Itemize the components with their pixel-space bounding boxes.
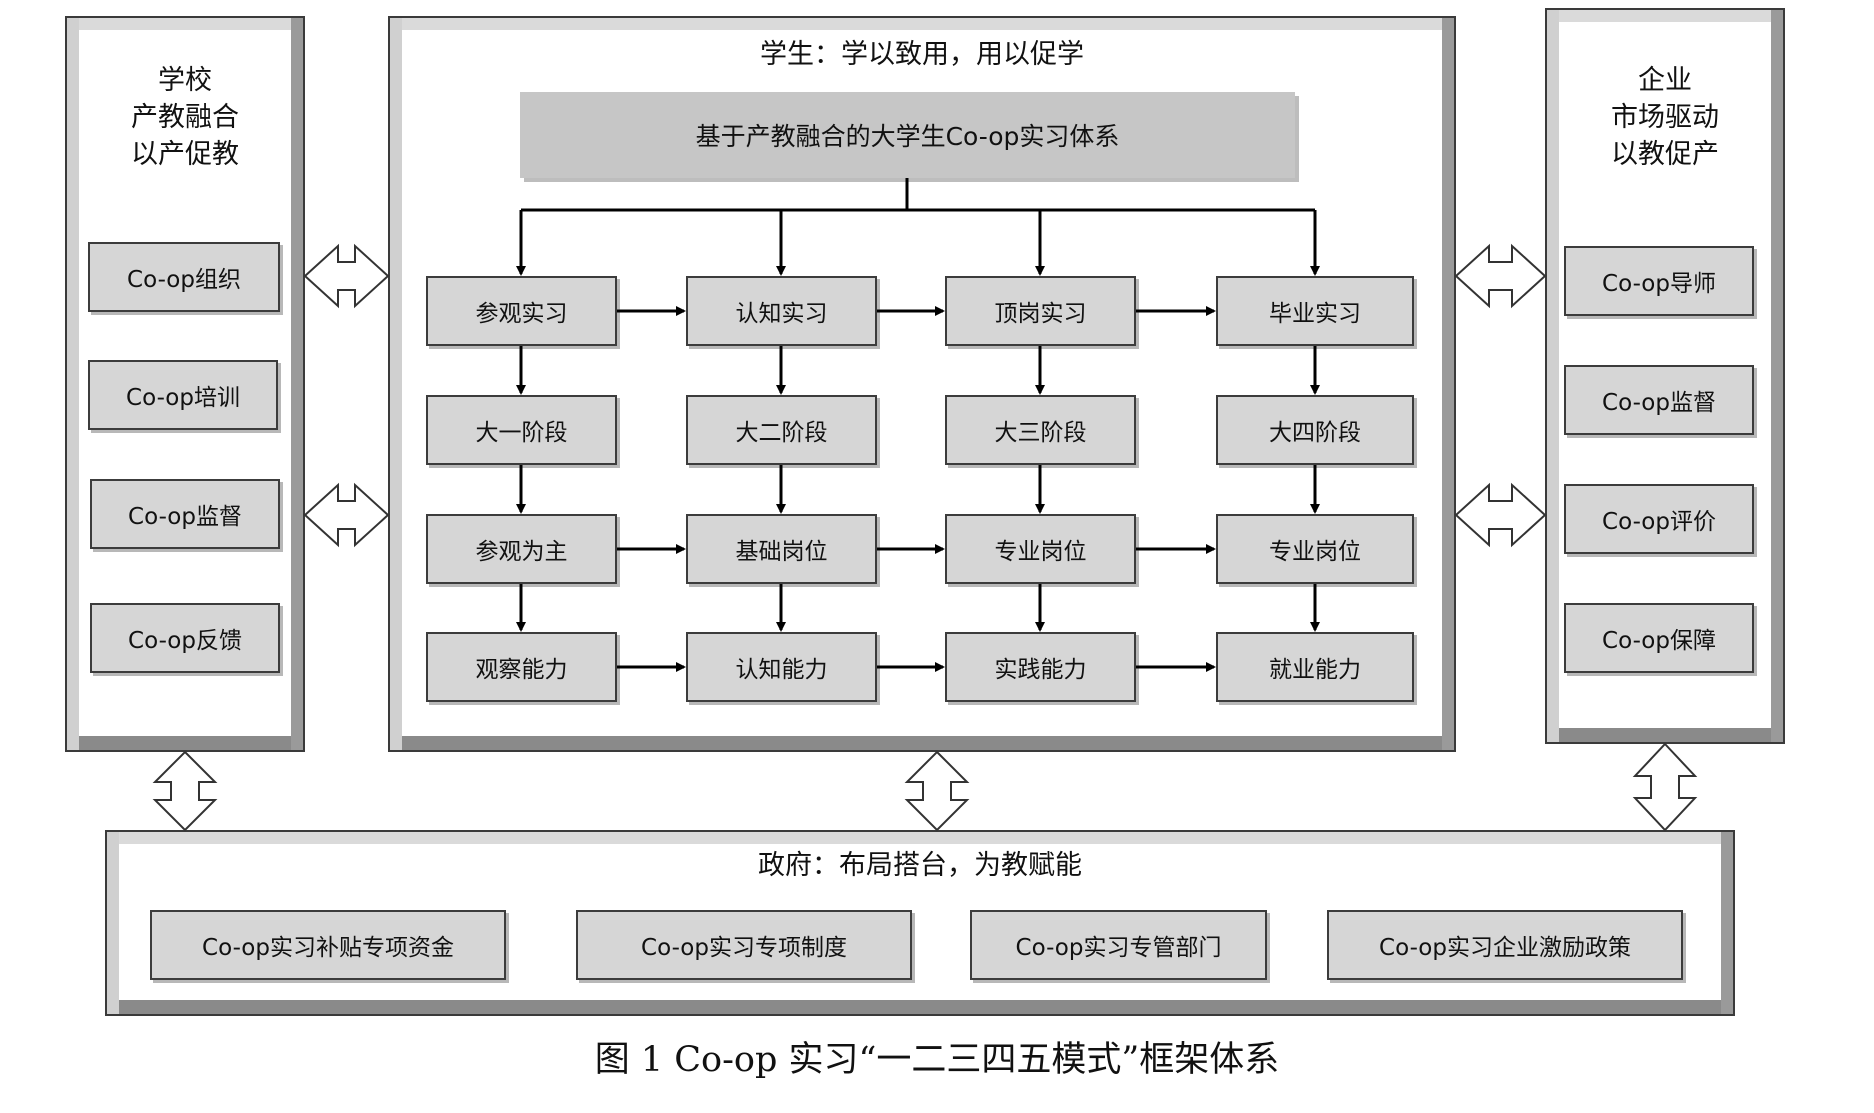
ability-box-3: 实践能力 — [945, 632, 1136, 702]
school-item-feedback: Co-op反馈 — [90, 603, 280, 673]
school-student-link-upper — [303, 243, 390, 309]
year-box-3: 大三阶段 — [945, 395, 1136, 465]
stage-box-graduation: 毕业实习 — [1216, 276, 1414, 346]
school-title-3: 以产促教 — [131, 139, 239, 170]
student-government-link — [904, 750, 970, 832]
enterprise-title-3: 以教促产 — [1611, 139, 1719, 170]
enterprise-title-1: 企业 — [1638, 65, 1692, 96]
student-enterprise-link-upper — [1454, 243, 1547, 309]
position-box-1: 参观为主 — [426, 514, 617, 584]
school-government-link — [152, 750, 218, 832]
year-box-1: 大一阶段 — [426, 395, 617, 465]
enterprise-item-mentor: Co-op导师 — [1564, 246, 1754, 316]
position-box-3: 专业岗位 — [945, 514, 1136, 584]
year-box-2: 大二阶段 — [686, 395, 877, 465]
enterprise-item-supervision: Co-op监督 — [1564, 365, 1754, 435]
gov-item-subsidy-fund: Co-op实习补贴专项资金 — [150, 910, 506, 980]
government-title: 政府：布局搭台，为教赋能 — [758, 850, 1082, 881]
school-title-2: 产教融合 — [131, 102, 239, 133]
school-item-training: Co-op培训 — [88, 360, 278, 430]
ability-box-1: 观察能力 — [426, 632, 617, 702]
year-box-4: 大四阶段 — [1216, 395, 1414, 465]
ability-box-2: 认知能力 — [686, 632, 877, 702]
school-title-1: 学校 — [158, 65, 212, 96]
coop-system-header: 基于产教融合的大学生Co-op实习体系 — [520, 92, 1295, 178]
student-title: 学生：学以致用，用以促学 — [760, 39, 1084, 70]
enterprise-item-guarantee: Co-op保障 — [1564, 603, 1754, 673]
position-box-4: 专业岗位 — [1216, 514, 1414, 584]
school-item-organization: Co-op组织 — [88, 242, 280, 312]
gov-item-special-system: Co-op实习专项制度 — [576, 910, 912, 980]
gov-item-dedicated-dept: Co-op实习专管部门 — [970, 910, 1267, 980]
stage-box-placement: 顶岗实习 — [945, 276, 1136, 346]
figure-caption: 图 1 Co-op 实习“一二三四五模式”框架体系 — [594, 1040, 1280, 1080]
school-student-link-lower — [303, 482, 390, 548]
enterprise-government-link — [1632, 742, 1698, 832]
position-box-2: 基础岗位 — [686, 514, 877, 584]
gov-item-incentive-policy: Co-op实习企业激励政策 — [1327, 910, 1683, 980]
student-enterprise-link-lower — [1454, 482, 1547, 548]
school-item-supervision: Co-op监督 — [90, 479, 280, 549]
stage-box-visit: 参观实习 — [426, 276, 617, 346]
stage-box-cognition: 认知实习 — [686, 276, 877, 346]
ability-box-4: 就业能力 — [1216, 632, 1414, 702]
enterprise-item-evaluation: Co-op评价 — [1564, 484, 1754, 554]
enterprise-title-2: 市场驱动 — [1611, 102, 1719, 133]
